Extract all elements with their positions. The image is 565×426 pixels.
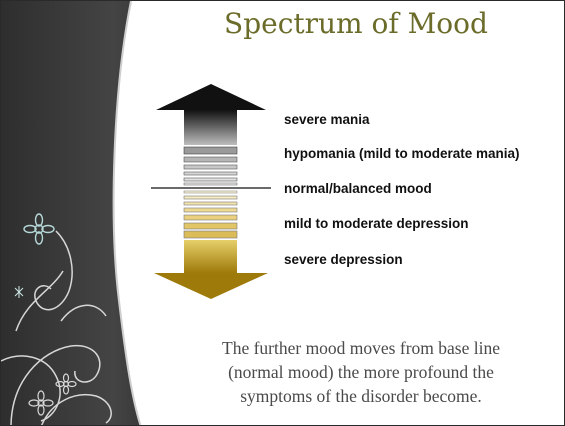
depression-arrow-shaft <box>184 240 237 273</box>
mania-bar <box>184 157 237 162</box>
depression-bar <box>184 208 237 212</box>
depression-bar <box>184 196 237 199</box>
caption-line: The further mood moves from base line <box>161 336 561 360</box>
mania-bar <box>184 178 237 181</box>
mania-arrow-shaft <box>184 110 237 145</box>
depression-arrow-head <box>154 273 268 299</box>
label-mild-depression: mild to moderate depression <box>284 216 469 231</box>
depression-bar <box>184 215 237 220</box>
label-normal-mood: normal/balanced mood <box>284 181 432 196</box>
caption-line: (normal mood) the more profound the <box>161 360 561 384</box>
mania-bar <box>184 172 237 175</box>
mania-bar <box>184 165 237 169</box>
label-severe-mania: severe mania <box>284 112 370 127</box>
slide-caption: The further mood moves from base line (n… <box>161 336 561 408</box>
depression-bar <box>184 223 237 229</box>
caption-line: symptoms of the disorder become. <box>161 384 561 408</box>
depression-bar <box>184 231 237 238</box>
depression-bar <box>184 202 237 205</box>
label-severe-depression: severe depression <box>284 252 403 267</box>
mania-arrow-head <box>156 84 266 110</box>
mania-bar <box>184 147 237 154</box>
depression-bar <box>184 191 237 193</box>
label-hypomania: hypomania (mild to moderate mania) <box>284 146 520 161</box>
mania-bar <box>184 183 237 185</box>
